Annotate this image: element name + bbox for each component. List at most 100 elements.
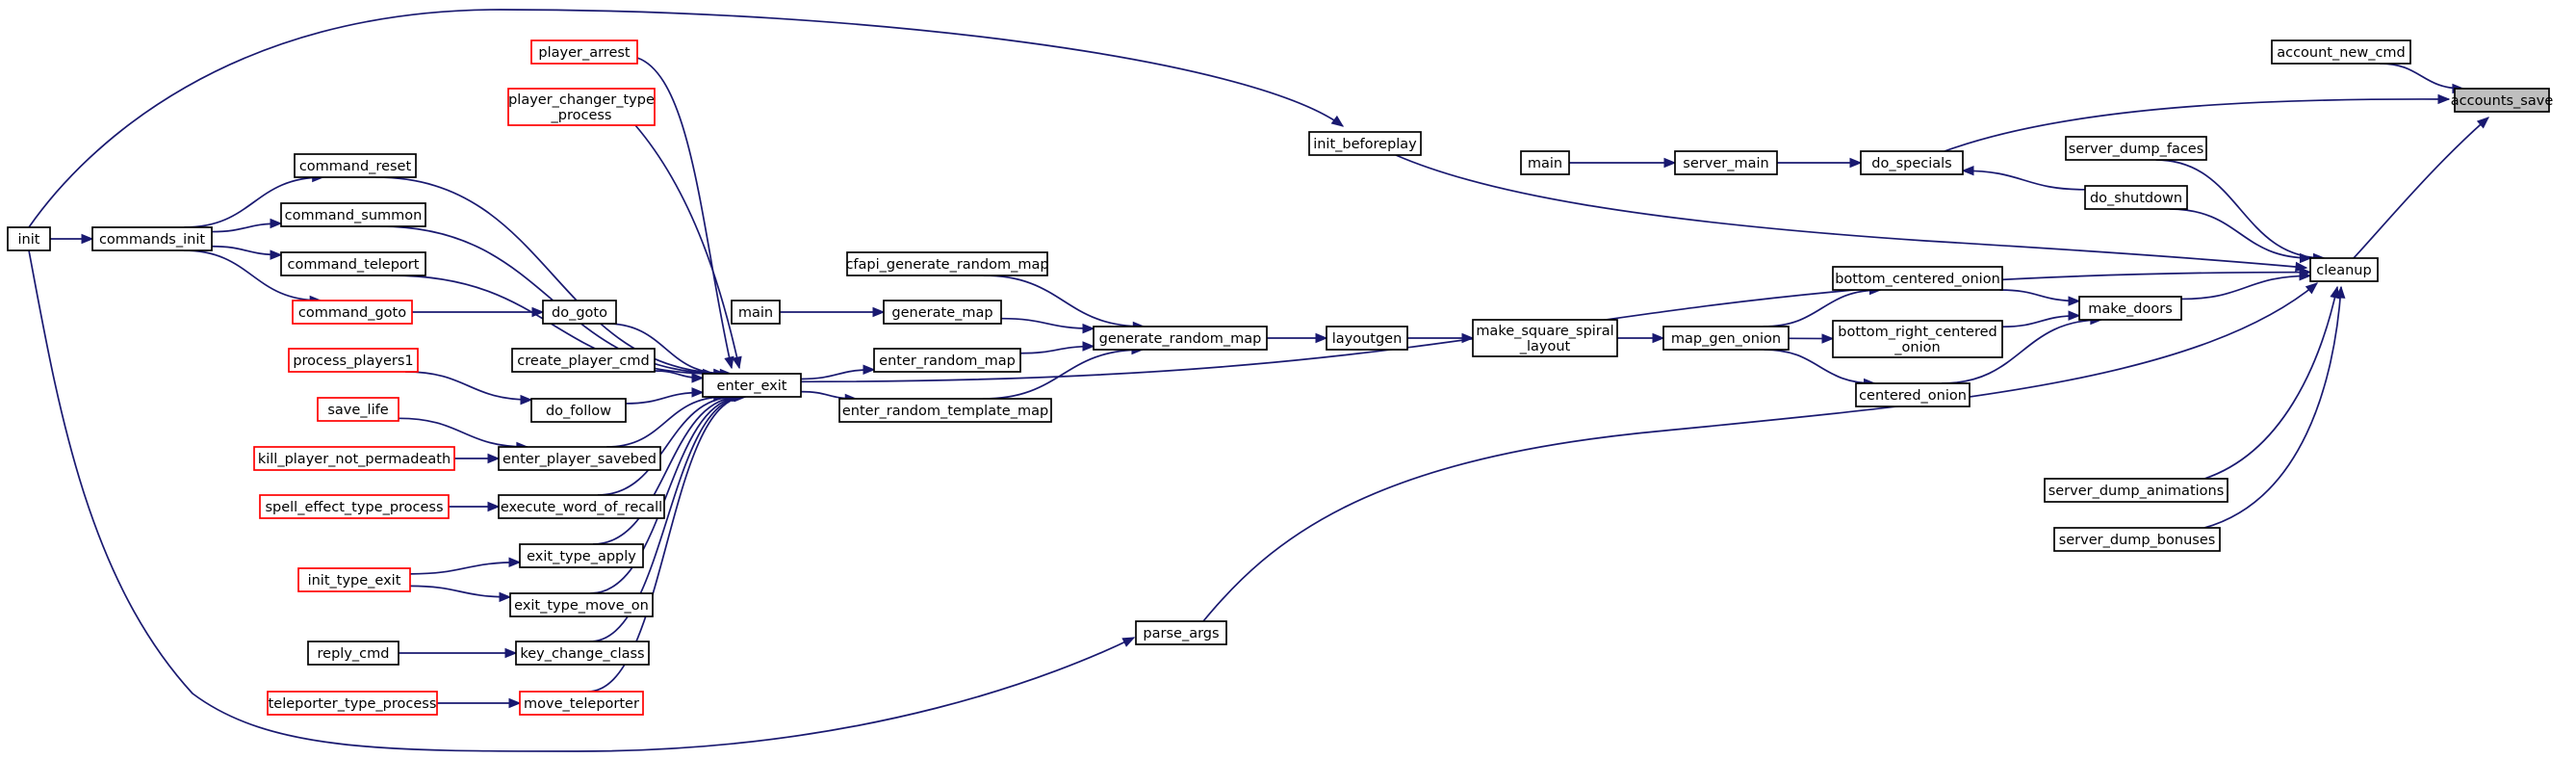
edge-line xyxy=(592,396,741,545)
edge-line xyxy=(184,176,323,228)
node-box xyxy=(1326,326,1408,351)
node-make-doors[interactable]: make_doors xyxy=(2078,296,2182,321)
node-key-change-class[interactable]: key_change_class xyxy=(515,641,650,666)
node-box xyxy=(91,226,213,251)
node-commands-init[interactable]: commands_init xyxy=(91,226,213,251)
node-generate-map[interactable]: generate_map xyxy=(883,300,1002,325)
edge-line xyxy=(183,249,322,301)
node-bottom-centered-onion[interactable]: bottom_centered_onion xyxy=(1832,266,2003,291)
edge-teleporter_type_process-to-move_teleporter xyxy=(437,697,522,709)
edge-command_goto-to-do_goto xyxy=(412,306,545,318)
node-label: server_dump_bonuses xyxy=(2059,533,2216,548)
node-box xyxy=(1662,326,1790,351)
node-server-main[interactable]: server_main xyxy=(1674,150,1778,175)
node-reply-cmd[interactable]: reply_cmd xyxy=(307,641,399,666)
node-label: do_goto xyxy=(552,305,607,321)
node-make-square-spiral-layout[interactable]: make_square_spiral_layout xyxy=(1472,319,1618,357)
node-enter-random-map[interactable]: enter_random_map xyxy=(873,348,1021,373)
node-move-teleporter[interactable]: move_teleporter xyxy=(519,691,644,716)
node-account-new-cmd[interactable]: account_new_cmd xyxy=(2271,39,2411,65)
node-box xyxy=(1093,326,1268,351)
node-label: enter_random_map xyxy=(879,353,1016,369)
node-box xyxy=(259,494,450,519)
node-main-a[interactable]: main xyxy=(1520,150,1570,175)
edge-line xyxy=(983,349,1143,400)
node-cleanup[interactable]: cleanup xyxy=(2309,257,2379,282)
node-cfapi-generate-random-map[interactable]: cfapi_generate_random_map xyxy=(845,251,1049,276)
node-player-arrest[interactable]: player_arrest xyxy=(530,39,638,65)
edge-main_b-to-generate_map xyxy=(780,306,886,318)
edge-arrowhead xyxy=(270,249,283,260)
node-do-goto[interactable]: do_goto xyxy=(542,300,617,325)
edge-make_square_spiral_layout-to-map_gen_onion xyxy=(1616,332,1665,344)
node-box xyxy=(530,398,627,423)
node-centered-onion[interactable]: centered_onion xyxy=(1855,382,1971,407)
node-box xyxy=(530,39,638,65)
node-create-player-cmd[interactable]: create_player_cmd xyxy=(511,348,656,373)
node-label: map_gen_onion xyxy=(1671,331,1781,347)
node-server-dump-faces[interactable]: server_dump_faces xyxy=(2065,136,2207,161)
node-init-type-exit[interactable]: init_type_exit xyxy=(297,567,411,592)
edge-line xyxy=(2180,275,2311,301)
node-box xyxy=(731,300,781,325)
node-enter-player-savebed[interactable]: enter_player_savebed xyxy=(498,446,661,471)
node-execute-word-of-recall[interactable]: execute_word_of_recall xyxy=(498,494,665,519)
node-enter-random-template-map[interactable]: enter_random_template_map xyxy=(838,398,1052,423)
node-init[interactable]: init xyxy=(7,226,51,251)
edge-line xyxy=(636,57,733,369)
node-box xyxy=(2053,527,2221,552)
node-label: save_life xyxy=(327,403,388,418)
node-bottom-right-centered-onion[interactable]: bottom_right_centered_onion xyxy=(1832,320,2003,358)
node-player-changer-type-process[interactable]: player_changer_type_process xyxy=(507,88,656,126)
node-process-players1[interactable]: process_players1 xyxy=(288,348,419,373)
edge-arrowhead xyxy=(732,355,742,370)
node-server-dump-bonuses[interactable]: server_dump_bonuses xyxy=(2053,527,2221,552)
node-label: accounts_save xyxy=(2451,93,2554,109)
edge-player_arrest-to-enter_exit xyxy=(636,57,734,370)
edge-server_dump_bonuses-to-cleanup xyxy=(2203,285,2346,529)
edge-arrowhead xyxy=(691,373,705,383)
edge-init-to-init_beforeplay xyxy=(28,9,1345,228)
node-map-gen-onion[interactable]: map_gen_onion xyxy=(1662,326,1790,351)
node-command-goto[interactable]: command_goto xyxy=(292,300,413,325)
node-exit-type-move-on[interactable]: exit_type_move_on xyxy=(509,592,654,617)
node-label: generate_random_map xyxy=(1099,331,1262,347)
node-label: move_teleporter xyxy=(524,696,639,712)
edge-arrowhead xyxy=(2068,310,2081,321)
node-init-beforeplay[interactable]: init_beforeplay xyxy=(1308,131,1422,156)
node-server-dump-animations[interactable]: server_dump_animations xyxy=(2044,478,2228,503)
node-enter-exit[interactable]: enter_exit xyxy=(702,373,802,398)
node-main-b[interactable]: main xyxy=(731,300,781,325)
edge-arrowhead xyxy=(531,306,545,318)
node-teleporter-type-process[interactable]: teleporter_type_process xyxy=(267,691,438,716)
node-box xyxy=(2044,478,2228,503)
edge-line xyxy=(28,9,1344,228)
node-parse-args[interactable]: parse_args xyxy=(1135,620,1227,645)
node-box xyxy=(288,348,419,373)
node-accounts-save[interactable]: accounts_save xyxy=(2451,88,2554,113)
node-do-follow[interactable]: do_follow xyxy=(530,398,627,423)
node-label: _layout xyxy=(1519,339,1571,354)
edge-arrowhead xyxy=(1315,332,1328,344)
node-layoutgen[interactable]: layoutgen xyxy=(1326,326,1408,351)
node-label: do_shutdown xyxy=(2090,191,2182,206)
node-command-reset[interactable]: command_reset xyxy=(294,153,417,178)
node-exit-type-apply[interactable]: exit_type_apply xyxy=(519,543,644,568)
edge-arrowhead xyxy=(2299,252,2312,264)
node-do-shutdown[interactable]: do_shutdown xyxy=(2084,185,2188,210)
node-box xyxy=(838,398,1052,423)
edge-line xyxy=(1962,170,2086,191)
edge-arrowhead xyxy=(508,697,522,709)
edge-line xyxy=(625,391,704,405)
edge-main_a-to-server_main xyxy=(1568,157,1677,169)
node-command-summon[interactable]: command_summon xyxy=(280,202,426,227)
node-box xyxy=(1308,131,1422,156)
node-generate-random-map[interactable]: generate_random_map xyxy=(1093,326,1268,351)
node-do-specials[interactable]: do_specials xyxy=(1860,150,1964,175)
node-command-teleport[interactable]: command_teleport xyxy=(280,251,426,276)
edge-arrowhead xyxy=(508,557,522,568)
node-save-life[interactable]: save_life xyxy=(317,397,399,422)
edge-process_players1-to-do_follow xyxy=(404,371,533,406)
node-spell-effect-type-process[interactable]: spell_effect_type_process xyxy=(259,494,450,519)
node-kill-player-not-permadeath[interactable]: kill_player_not_permadeath xyxy=(253,446,455,471)
